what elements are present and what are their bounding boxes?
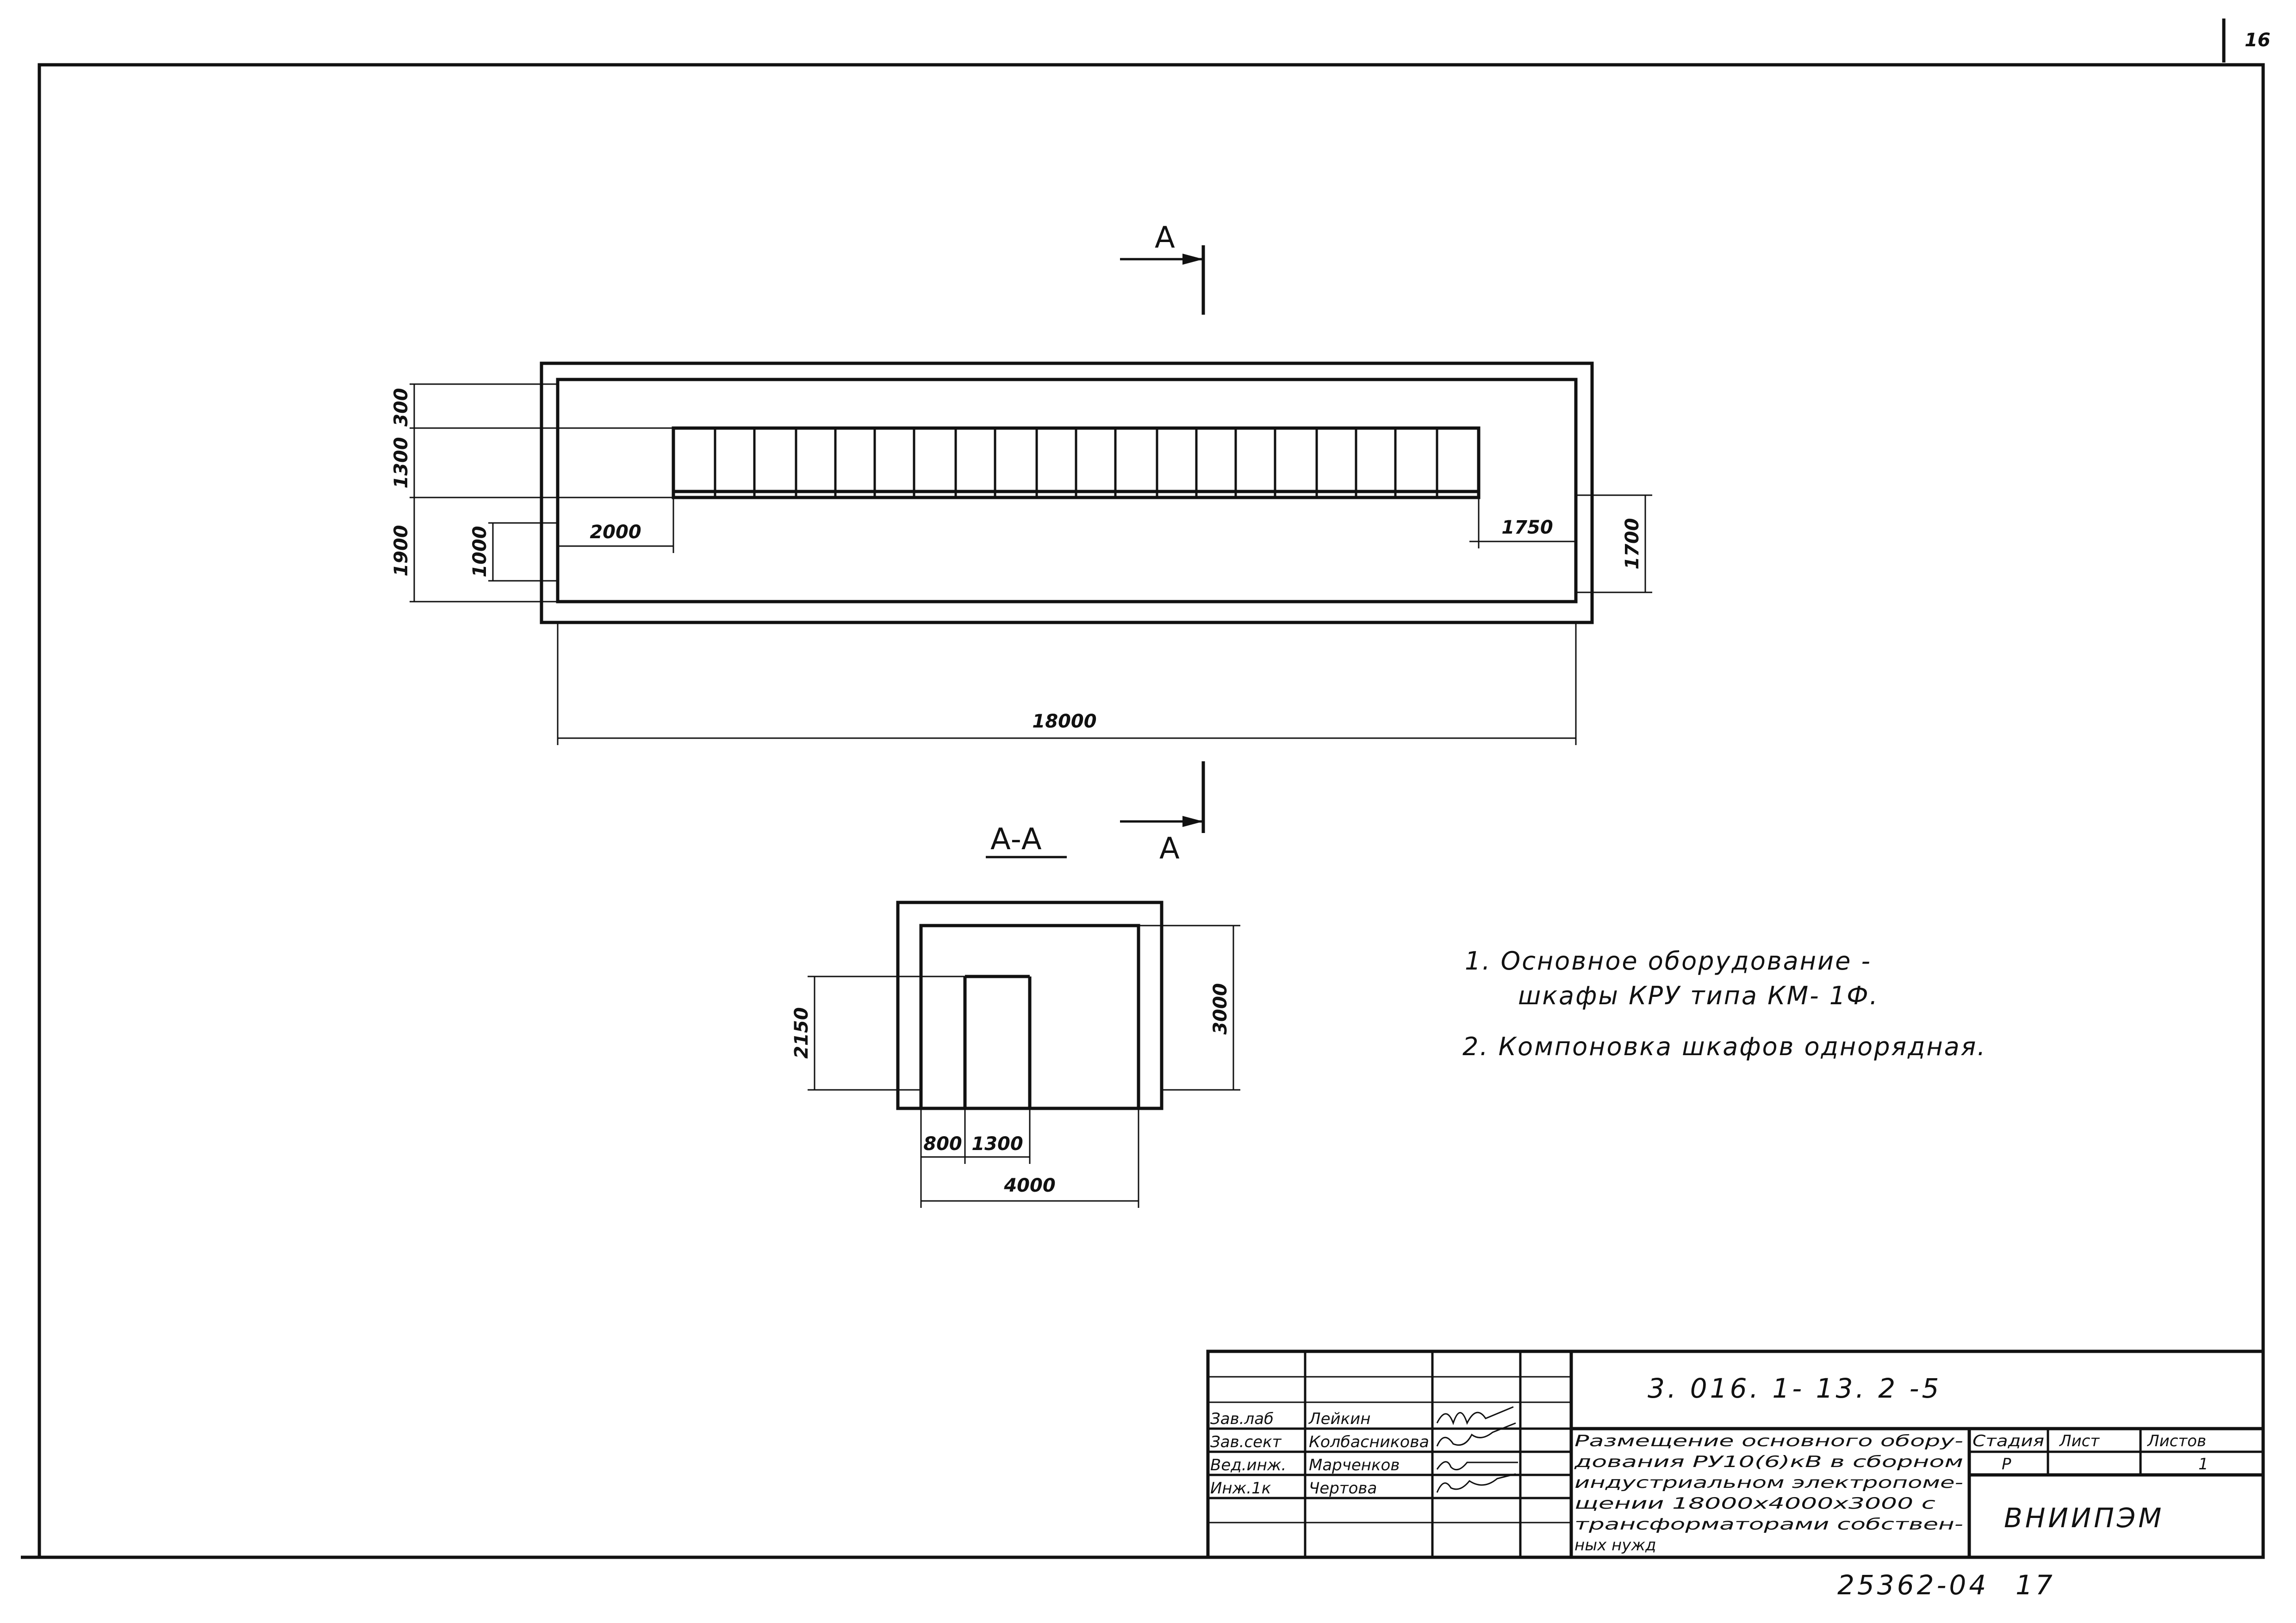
role-3: Вед.инж. xyxy=(1210,1456,1286,1474)
page-number: 16 xyxy=(2245,30,2271,51)
title-block: 3. 016. 1- 13. 2 -5 Зав.лаб Зав.сект Вед… xyxy=(1206,1349,2265,1559)
signature xyxy=(1436,1461,1518,1471)
sheet-label: Лист xyxy=(2059,1432,2100,1450)
description-line-4: щении 18000х4000х3000 с xyxy=(1574,1494,1935,1513)
dim-section-cabinet-depth: 1300 xyxy=(971,1133,1023,1155)
dim-offset: 800 xyxy=(923,1133,962,1155)
dim-right-gap: 1750 xyxy=(1501,517,1553,538)
name-4: Чертова xyxy=(1309,1479,1377,1498)
name-3: Марченков xyxy=(1309,1456,1400,1474)
footer-page: 17 xyxy=(2016,1569,2055,1601)
dim-left-gap: 2000 xyxy=(590,522,641,543)
name-2: Колбасникова xyxy=(1309,1433,1429,1451)
title-block-frame xyxy=(1206,1349,2265,1559)
signature xyxy=(1436,1422,1516,1447)
signature xyxy=(1436,1406,1514,1425)
plan-view: A A 300 1300 1900 1000 2000 1750 1700 xyxy=(391,221,1652,866)
section-title: А-А xyxy=(990,822,1042,857)
description-line-6: ных нужд xyxy=(1574,1536,1656,1555)
description-line-3: индустриальном электропоме- xyxy=(1574,1474,1963,1492)
role-4: Инж.1к xyxy=(1210,1479,1271,1498)
stage-value: Р xyxy=(2002,1455,2011,1474)
dim-door: 1000 xyxy=(469,526,491,577)
signature xyxy=(1436,1473,1516,1493)
dim-cabinet-depth: 1300 xyxy=(391,437,412,488)
cut-label-bottom: A xyxy=(1159,832,1180,866)
notes: 1. Основное оборудование - шкафы КРУ тип… xyxy=(1462,946,1986,1061)
cut-label-top: A xyxy=(1155,221,1175,255)
dim-right-door: 1700 xyxy=(1622,518,1643,569)
sheet-border xyxy=(37,63,2265,1559)
doc-code: 3. 016. 1- 13. 2 -5 xyxy=(1648,1373,1941,1404)
description-line-2: дования РУ10(6)кВ в сборном xyxy=(1574,1453,1963,1471)
cut-arrowhead-bottom xyxy=(1182,816,1203,827)
role-1: Зав.лаб xyxy=(1210,1410,1274,1428)
dim-top-offset: 300 xyxy=(391,388,412,427)
plan-outer-wall xyxy=(540,361,1594,624)
cut-arrowhead-top xyxy=(1182,254,1203,265)
role-2: Зав.сект xyxy=(1210,1433,1282,1451)
name-1: Лейкин xyxy=(1308,1410,1370,1428)
dim-room-width: 4000 xyxy=(1003,1175,1055,1196)
stage-label: Стадия xyxy=(1972,1432,2044,1450)
note-1-line-1: 1. Основное оборудование - xyxy=(1465,946,1872,976)
organization: ВНИИПЭМ xyxy=(2004,1502,2164,1534)
dim-room-height: 3000 xyxy=(1210,983,1231,1034)
section-view: А-А 2150 3000 800 1300 4000 xyxy=(791,822,1240,1208)
cabinet-dividers xyxy=(714,428,1438,497)
footer-code: 25362-04 xyxy=(1837,1569,1989,1601)
description-line-5: трансформаторами собствен- xyxy=(1574,1515,1963,1534)
sheets-label: Листов xyxy=(2147,1432,2206,1450)
description-line-1: Размещение основного обору- xyxy=(1574,1432,1963,1450)
sheets-value: 1 xyxy=(2198,1455,2209,1474)
dim-aisle: 1900 xyxy=(391,525,412,576)
dim-total-length: 18000 xyxy=(1032,711,1096,732)
note-1-line-2: шкафы КРУ типа КМ- 1Ф. xyxy=(1518,981,1879,1010)
plan-inner-wall xyxy=(556,378,1578,603)
note-2: 2. Компоновка шкафов однорядная. xyxy=(1462,1032,1986,1061)
dim-cabinet-height: 2150 xyxy=(791,1007,812,1058)
